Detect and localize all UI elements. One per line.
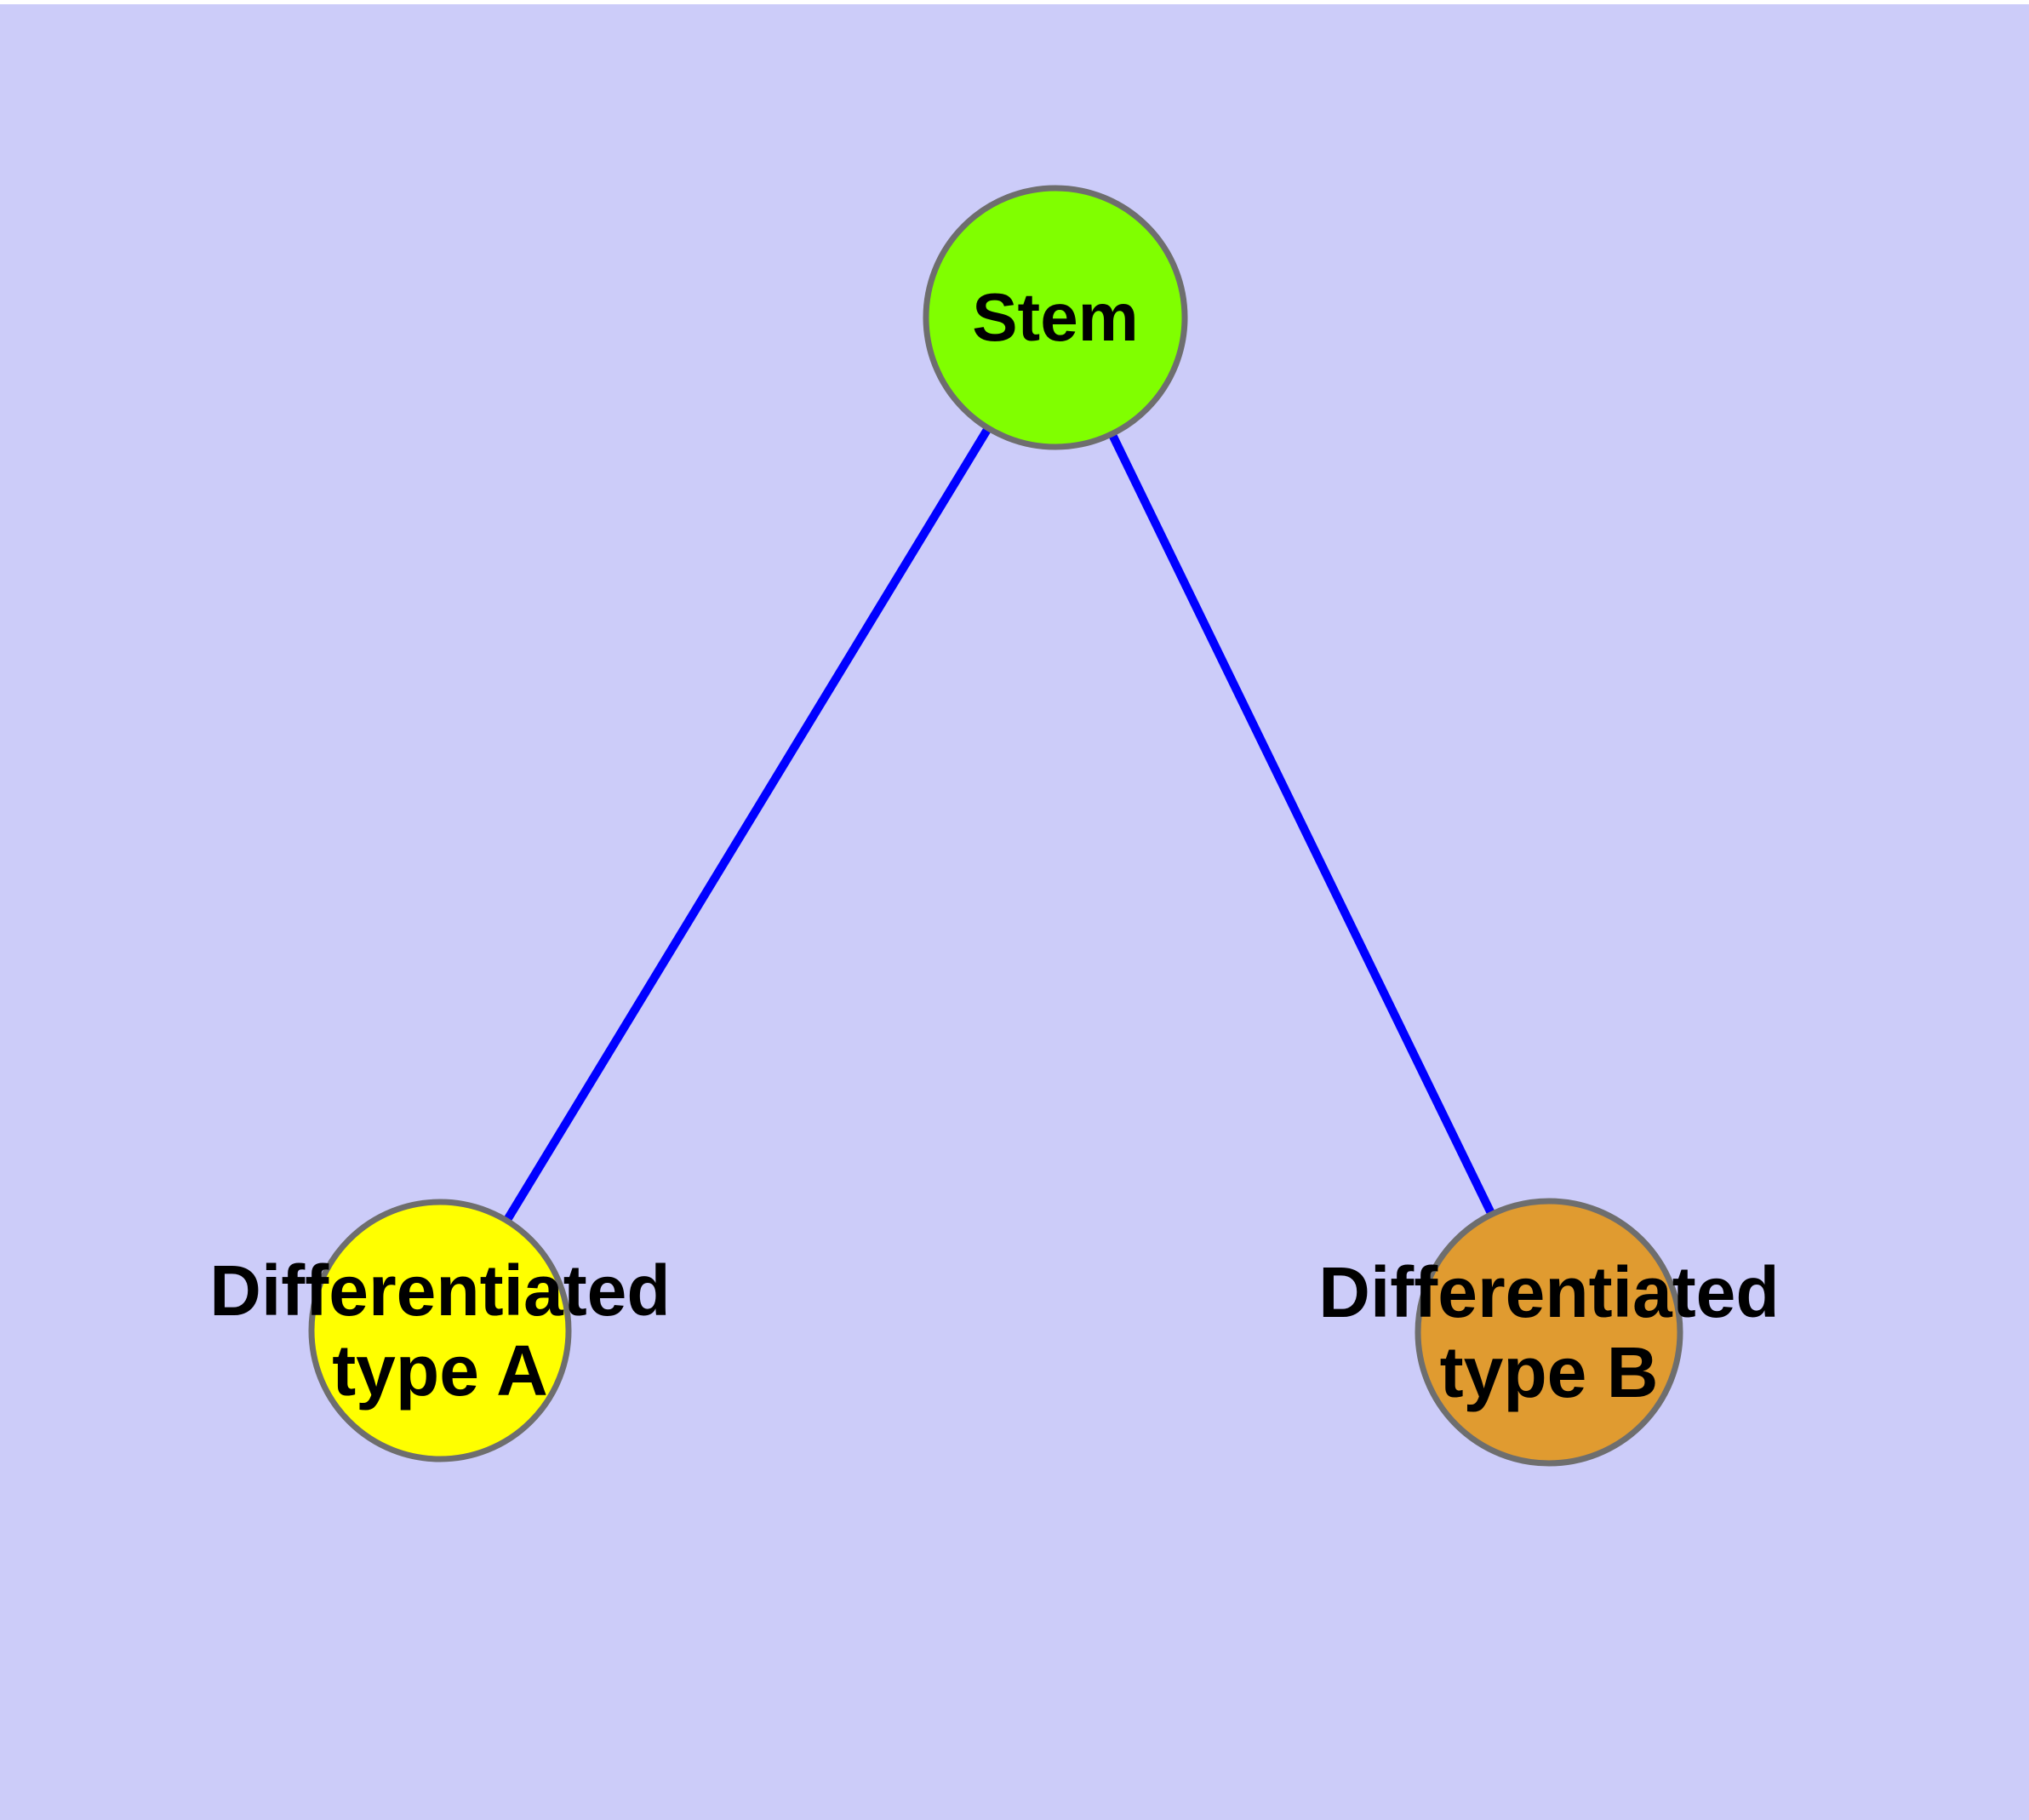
graph-edge-stem-to-type-b[interactable] xyxy=(1106,427,1498,1222)
graph-node-stem[interactable] xyxy=(923,185,1188,450)
edges-group xyxy=(500,421,1498,1228)
graph-node-type-b[interactable] xyxy=(1415,1198,1683,1467)
graph-edge-stem-to-type-a[interactable] xyxy=(500,421,995,1228)
diagram-plot-area: Stem Differentiated type A Differentiate… xyxy=(0,4,2029,1820)
graph-node-type-a[interactable] xyxy=(308,1199,572,1462)
nodes-group xyxy=(308,185,1683,1467)
graph-svg xyxy=(308,185,1683,1467)
